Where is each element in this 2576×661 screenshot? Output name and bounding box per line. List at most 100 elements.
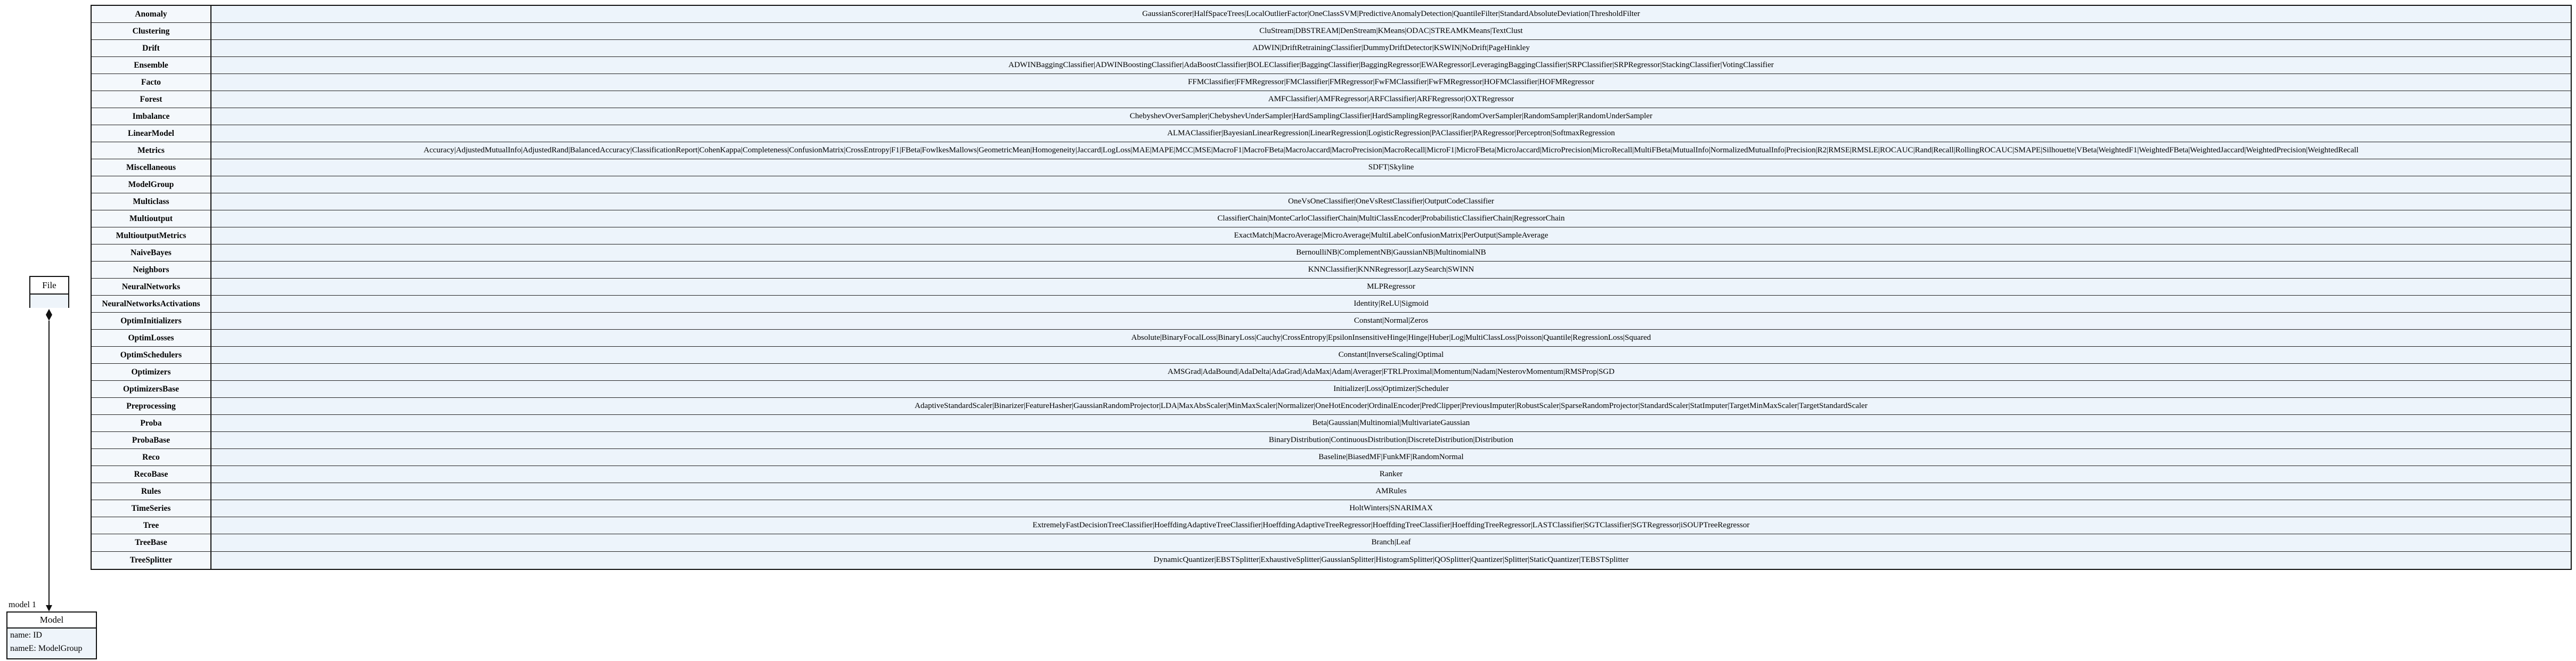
module-classes-cell: Beta|Gaussian|Multinomial|MultivariateGa… <box>211 415 2571 432</box>
module-classes-cell: Branch|Leaf <box>211 534 2571 551</box>
module-classes-cell: DynamicQuantizer|EBSTSplitter|Exhaustive… <box>211 551 2571 569</box>
module-name-cell: Miscellaneous <box>92 159 211 176</box>
module-name-cell: NaiveBayes <box>92 244 211 262</box>
module-classes-cell: Accuracy|AdjustedMutualInfo|AdjustedRand… <box>211 142 2571 159</box>
file-class-body <box>30 295 68 308</box>
module-name-cell: Rules <box>92 483 211 500</box>
module-classes-cell: Absolute|BinaryFocalLoss|BinaryLoss|Cauc… <box>211 330 2571 347</box>
composition-diamond-icon <box>46 309 52 321</box>
module-name-cell: Multiclass <box>92 193 211 210</box>
module-classes-cell: OneVsOneClassifier|OneVsRestClassifier|O… <box>211 193 2571 210</box>
file-class-name: File <box>30 277 68 295</box>
module-name-cell: Metrics <box>92 142 211 159</box>
module-classes-cell: Ranker <box>211 466 2571 483</box>
table-row[interactable]: ModelGroup <box>92 176 2571 194</box>
module-name-cell: ModelGroup <box>92 176 211 193</box>
module-classes-cell: GaussianScorer|HalfSpaceTrees|LocalOutli… <box>211 6 2571 23</box>
file-class-box[interactable]: File <box>29 276 69 308</box>
module-name-cell: OptimizersBase <box>92 381 211 398</box>
module-name-cell: Drift <box>92 40 211 57</box>
module-classes-cell: ALMAClassifier|BayesianLinearRegression|… <box>211 125 2571 142</box>
module-classes-cell: HoltWinters|SNARIMAX <box>211 500 2571 517</box>
module-name-cell: Clustering <box>92 23 211 40</box>
module-name-cell: Optimizers <box>92 364 211 381</box>
module-classes-cell: Constant|InverseScaling|Optimal <box>211 347 2571 364</box>
module-classes-cell: SDFT|Skyline <box>211 159 2571 176</box>
module-name-cell: Imbalance <box>92 108 211 125</box>
module-classes-cell: AdaptiveStandardScaler|Binarizer|Feature… <box>211 398 2571 415</box>
module-classes-cell: ADWINBaggingClassifier|ADWINBoostingClas… <box>211 57 2571 74</box>
arrowhead-icon <box>46 605 52 611</box>
module-name-cell: NeuralNetworksActivations <box>92 296 211 313</box>
model-attribute: nameE: ModelGroup <box>10 644 83 653</box>
module-name-cell: OptimSchedulers <box>92 347 211 364</box>
module-classes-cell: AMFClassifier|AMFRegressor|ARFClassifier… <box>211 91 2571 108</box>
module-name-cell: Forest <box>92 91 211 108</box>
module-classes-cell: ClassifierChain|MonteCarloClassifierChai… <box>211 210 2571 227</box>
module-name-cell: NeuralNetworks <box>92 279 211 296</box>
module-classes-cell: FFMClassifier|FFMRegressor|FMClassifier|… <box>211 74 2571 91</box>
model-class-box[interactable]: Model name: ID nameE: ModelGroup <box>6 611 97 659</box>
module-classes-cell: ChebyshevOverSampler|ChebyshevUnderSampl… <box>211 108 2571 125</box>
module-classes-cell: Initializer|Loss|Optimizer|Scheduler <box>211 381 2571 398</box>
module-classes-cell: AMSGrad|AdaBound|AdaDelta|AdaGrad|AdaMax… <box>211 364 2571 381</box>
module-name-cell: Proba <box>92 415 211 432</box>
module-name-cell: Facto <box>92 74 211 91</box>
module-name-cell: OptimLosses <box>92 330 211 347</box>
module-classes-cell: ADWIN|DriftRetrainingClassifier|DummyDri… <box>211 40 2571 57</box>
module-name-cell: TreeSplitter <box>92 551 211 569</box>
module-classes-cell: ExtremelyFastDecisionTreeClassifier|Hoef… <box>211 517 2571 534</box>
module-name-cell: Neighbors <box>92 262 211 279</box>
module-name-cell: Multioutput <box>92 210 211 227</box>
module-name-cell: LinearModel <box>92 125 211 142</box>
module-name-cell: TreeBase <box>92 534 211 551</box>
module-classes-cell: MLPRegressor <box>211 279 2571 296</box>
module-classes-cell: AMRules <box>211 483 2571 500</box>
association-label: model 1 <box>9 600 36 609</box>
module-classes-cell: BernoulliNB|ComplementNB|GaussianNB|Mult… <box>211 244 2571 262</box>
module-name-cell: MultioutputMetrics <box>92 227 211 244</box>
module-classes-cell <box>211 176 2571 193</box>
module-classes-cell: Identity|ReLU|Sigmoid <box>211 296 2571 313</box>
module-classes-cell: Baseline|BiasedMF|FunkMF|RandomNormal <box>211 449 2571 466</box>
module-name-cell: RecoBase <box>92 466 211 483</box>
module-classes-cell: ExactMatch|MacroAverage|MicroAverage|Mul… <box>211 227 2571 244</box>
module-name-cell: Preprocessing <box>92 398 211 415</box>
module-classes-cell: Constant|Normal|Zeros <box>211 313 2571 330</box>
model-class-name: Model <box>7 613 96 629</box>
module-classes-cell: KNNClassifier|KNNRegressor|LazySearch|SW… <box>211 262 2571 279</box>
module-classes-cell: CluStream|DBSTREAM|DenStream|KMeans|ODAC… <box>211 23 2571 40</box>
